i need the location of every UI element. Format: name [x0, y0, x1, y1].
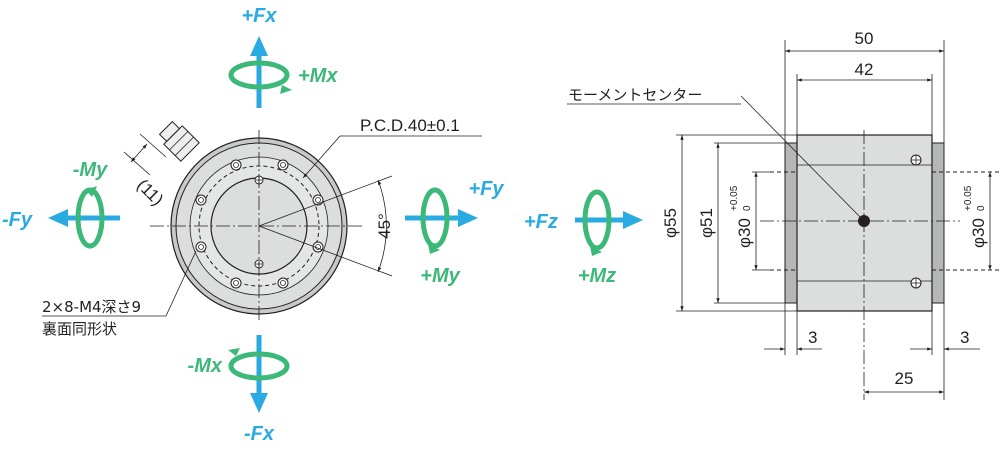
front-view: (11) 45° P.C.D.40	[42, 116, 482, 338]
label-minus-my: -My	[73, 159, 108, 181]
tol-upper-right: +0.05	[963, 185, 974, 211]
label-minus-fx: -Fx	[244, 423, 275, 445]
label-plus-my: +My	[420, 265, 460, 287]
label-plus-fx: +Fx	[241, 5, 277, 27]
moment-plus-mz-icon	[582, 189, 612, 251]
left-flange	[784, 142, 798, 304]
phi55-label: φ55	[661, 208, 680, 238]
label-plus-fy: +Fy	[468, 178, 504, 200]
label-plus-mx: +Mx	[298, 65, 338, 87]
arrow-minus-fx	[250, 393, 268, 413]
tol-lower-right: 0	[976, 205, 987, 211]
phi30-right-label: φ30	[969, 218, 988, 248]
moment-minus-mx-icon	[228, 351, 290, 381]
side-view: モーメントセンター 50 42 25 3 3 φ55 φ51	[567, 29, 1000, 400]
arrow-plus-fx	[250, 36, 268, 56]
dim-11: (11)	[123, 133, 167, 209]
dim-25-label: 25	[895, 369, 914, 388]
right-flange	[931, 142, 945, 304]
pcd-label: P.C.D.40±0.1	[360, 116, 460, 135]
moment-plus-my-icon	[420, 187, 450, 249]
moment-center-label: モーメントセンター	[568, 86, 702, 104]
phi51-label: φ51	[697, 208, 716, 238]
label-plus-mz: +Mz	[578, 265, 616, 287]
arrow-minus-fy	[48, 209, 68, 227]
holes-note-line2: 裏面同形状	[42, 320, 117, 338]
dim-3-right-label: 3	[960, 328, 969, 347]
dim-50-label: 50	[855, 29, 874, 48]
holes-note-line1: 2×8-M4深さ9	[42, 298, 141, 316]
label-minus-mx: -Mx	[188, 355, 223, 377]
connector-icon	[158, 120, 200, 162]
label-plus-fz: +Fz	[524, 211, 558, 233]
force-moment-arrows: +Fx +Mx -Fx -Mx -Fy -My +Fy +My +Fz +Mz	[2, 5, 643, 445]
dim-11-label: (11)	[133, 175, 167, 209]
label-minus-fy: -Fy	[2, 209, 33, 231]
arrow-plus-fz	[623, 211, 643, 229]
tol-upper-left: +0.05	[729, 185, 740, 211]
dim-42-label: 42	[855, 60, 874, 79]
dim-3-left-label: 3	[808, 328, 817, 347]
moment-plus-mx-icon	[228, 60, 290, 90]
angle-label: 45°	[375, 213, 394, 239]
tol-lower-left: 0	[742, 205, 753, 211]
phi30-left-label: φ30	[735, 218, 754, 248]
arrow-plus-fy	[458, 209, 478, 227]
